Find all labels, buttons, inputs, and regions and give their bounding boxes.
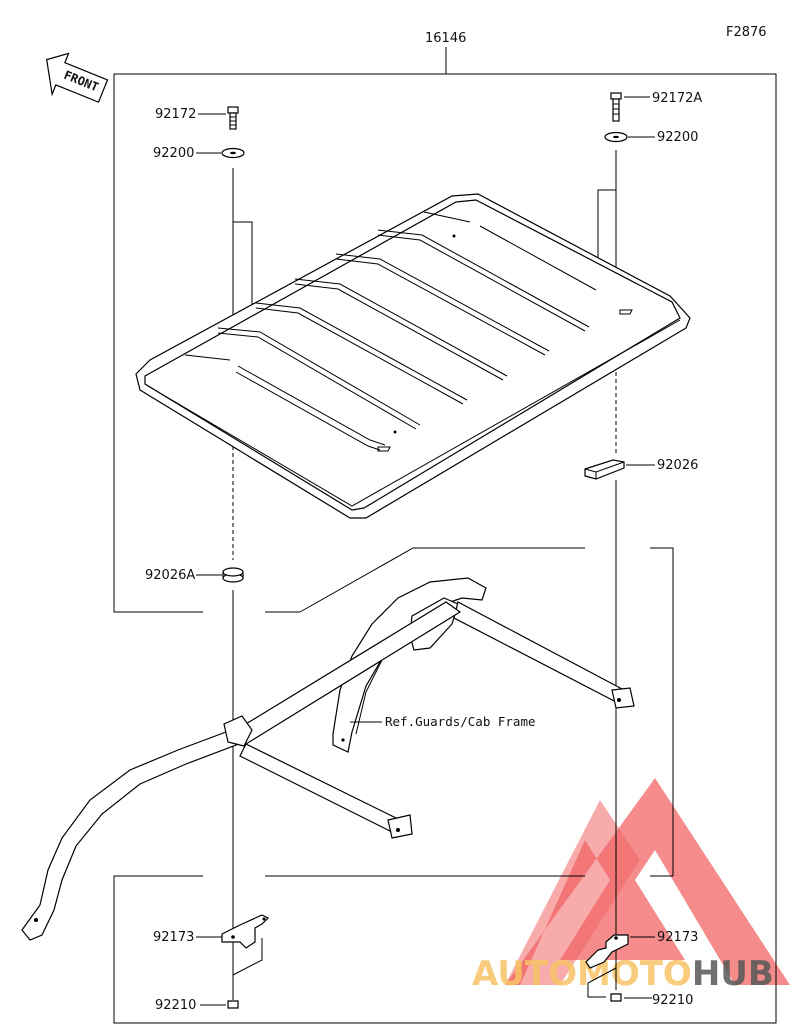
clamp-right-icon — [585, 934, 629, 969]
bolt-right-icon — [610, 92, 622, 122]
roof-panel — [135, 193, 691, 519]
washer-right-label: 92200 — [657, 130, 698, 145]
nut-right-icon — [610, 993, 622, 1002]
washer-left-label: 92200 — [153, 146, 194, 161]
clamp-left-label: 92173 — [153, 930, 194, 945]
watermark-triangle-icon — [505, 778, 790, 985]
clamp-left-icon — [221, 914, 270, 949]
svg-text:AUTOMOTOHUB: AUTOMOTOHUB — [472, 954, 774, 994]
reference-note: Ref.Guards/Cab Frame — [385, 714, 536, 729]
spacer-left-icon — [222, 567, 244, 583]
washer-left-icon — [221, 147, 245, 159]
watermark-auto: AUTO — [472, 954, 577, 994]
automotohub-watermark: AUTOMOTOHUB — [472, 778, 790, 994]
nut-left-icon — [227, 1000, 239, 1009]
bolt-left-label: 92172 — [155, 107, 196, 122]
nut-right-label: 92210 — [652, 993, 693, 1008]
cab-frame — [21, 577, 635, 941]
spacer-right-icon — [584, 459, 625, 480]
assembly-bracket — [113, 73, 777, 1024]
washer-right-icon — [604, 131, 628, 143]
assembly-part-label: 16146 — [425, 31, 466, 46]
watermark-hub: HUB — [692, 954, 774, 994]
figure-code: F2876 — [726, 25, 767, 40]
clamp-right-label: 92173 — [657, 930, 698, 945]
bolt-right-label: 92172A — [652, 91, 702, 106]
spacer-right-label: 92026 — [657, 458, 698, 473]
front-arrow-icon: FRONT — [46, 52, 109, 103]
bolt-left-icon — [227, 106, 239, 130]
nut-left-label: 92210 — [155, 998, 196, 1013]
spacer-left-label: 92026A — [145, 568, 195, 583]
